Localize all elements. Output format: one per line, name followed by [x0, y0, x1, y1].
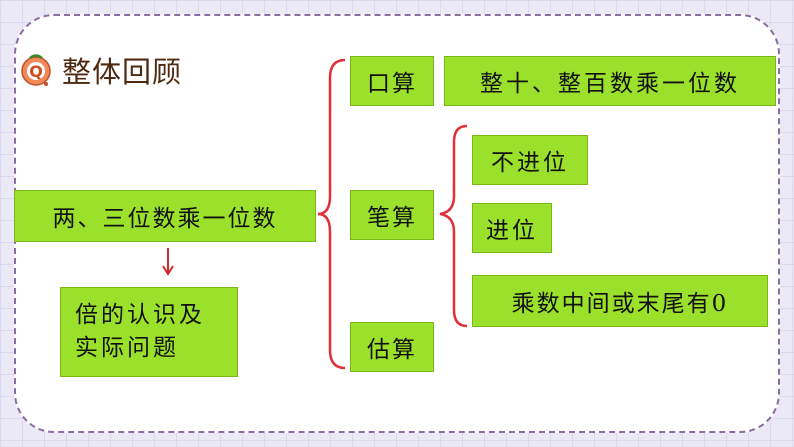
section-header: Q 整体回顾	[20, 46, 182, 94]
related-topic-line1: 倍的认识及	[75, 301, 205, 328]
written-calculation-box: 笔算	[350, 190, 434, 240]
estimation-box: 估算	[350, 322, 434, 372]
oral-detail-box: 整十、整百数乘一位数	[444, 56, 776, 106]
related-topic-line2: 实际问题	[75, 335, 179, 361]
main-topic-box: 两、三位数乘一位数	[14, 190, 316, 242]
related-topic-box: 倍的认识及 实际问题	[60, 287, 238, 377]
page-title: 整体回顾	[62, 55, 183, 89]
zeros-case-box: 乘数中间或末尾有0	[472, 275, 768, 327]
no-carry-box: 不进位	[472, 135, 588, 185]
svg-text:Q: Q	[29, 62, 43, 81]
oral-calculation-box: 口算	[350, 56, 434, 106]
q-balloon-icon: Q	[20, 53, 54, 87]
carry-box: 进位	[472, 203, 552, 253]
